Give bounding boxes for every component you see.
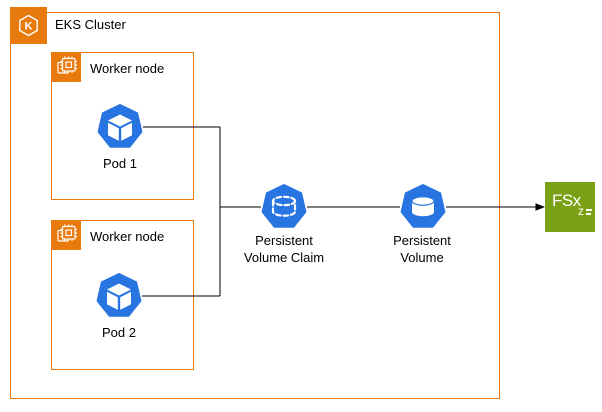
eks-cluster-label: EKS Cluster — [55, 17, 126, 32]
kubernetes-pod-glyph — [97, 104, 143, 148]
eks-cluster-box — [10, 12, 500, 399]
fsx-sub-z: z — [578, 204, 584, 218]
pv-label-line2: Volume — [400, 250, 444, 265]
pv-label: Persistent Volume — [372, 232, 472, 266]
persistent-volume-claim-icon — [261, 184, 307, 235]
pv-label-line1: Persistent — [393, 233, 451, 248]
pvc-label-line2: Volume Claim — [243, 250, 325, 265]
pod-2-icon — [96, 273, 142, 324]
pod-2-label: Pod 2 — [102, 325, 136, 340]
eks-letter: K — [25, 21, 33, 33]
eks-hexagon-glyph: K — [19, 14, 38, 37]
worker-node-1-label: Worker node — [90, 61, 165, 76]
fsx-openzfs-icon: FSx z — [545, 182, 595, 232]
cpu-chip-glyph — [57, 224, 77, 242]
worker-node-2-box — [51, 220, 194, 370]
eks-service-icon: K — [10, 7, 47, 44]
arrowhead-fsx — [535, 203, 545, 211]
worker-node-2-label: Worker node — [90, 229, 165, 244]
fsx-bar-icon — [586, 213, 591, 215]
kubernetes-pvc-glyph — [261, 184, 307, 228]
worker-node-2-chip-icon — [51, 220, 81, 250]
pod-1-label: Pod 1 — [103, 156, 137, 171]
fsx-bar-icon — [586, 209, 592, 211]
pvc-label: Persistent Volume Claim — [234, 232, 334, 266]
worker-node-1-box — [51, 52, 194, 200]
persistent-volume-icon — [400, 184, 446, 235]
cpu-chip-glyph — [57, 56, 77, 74]
kubernetes-pv-glyph — [400, 184, 446, 228]
pod-1-icon — [97, 104, 143, 155]
pvc-label-line1: Persistent — [255, 233, 313, 248]
kubernetes-pod-glyph — [96, 273, 142, 317]
fsx-label: FSx — [552, 191, 581, 210]
worker-node-1-chip-icon — [51, 52, 81, 82]
